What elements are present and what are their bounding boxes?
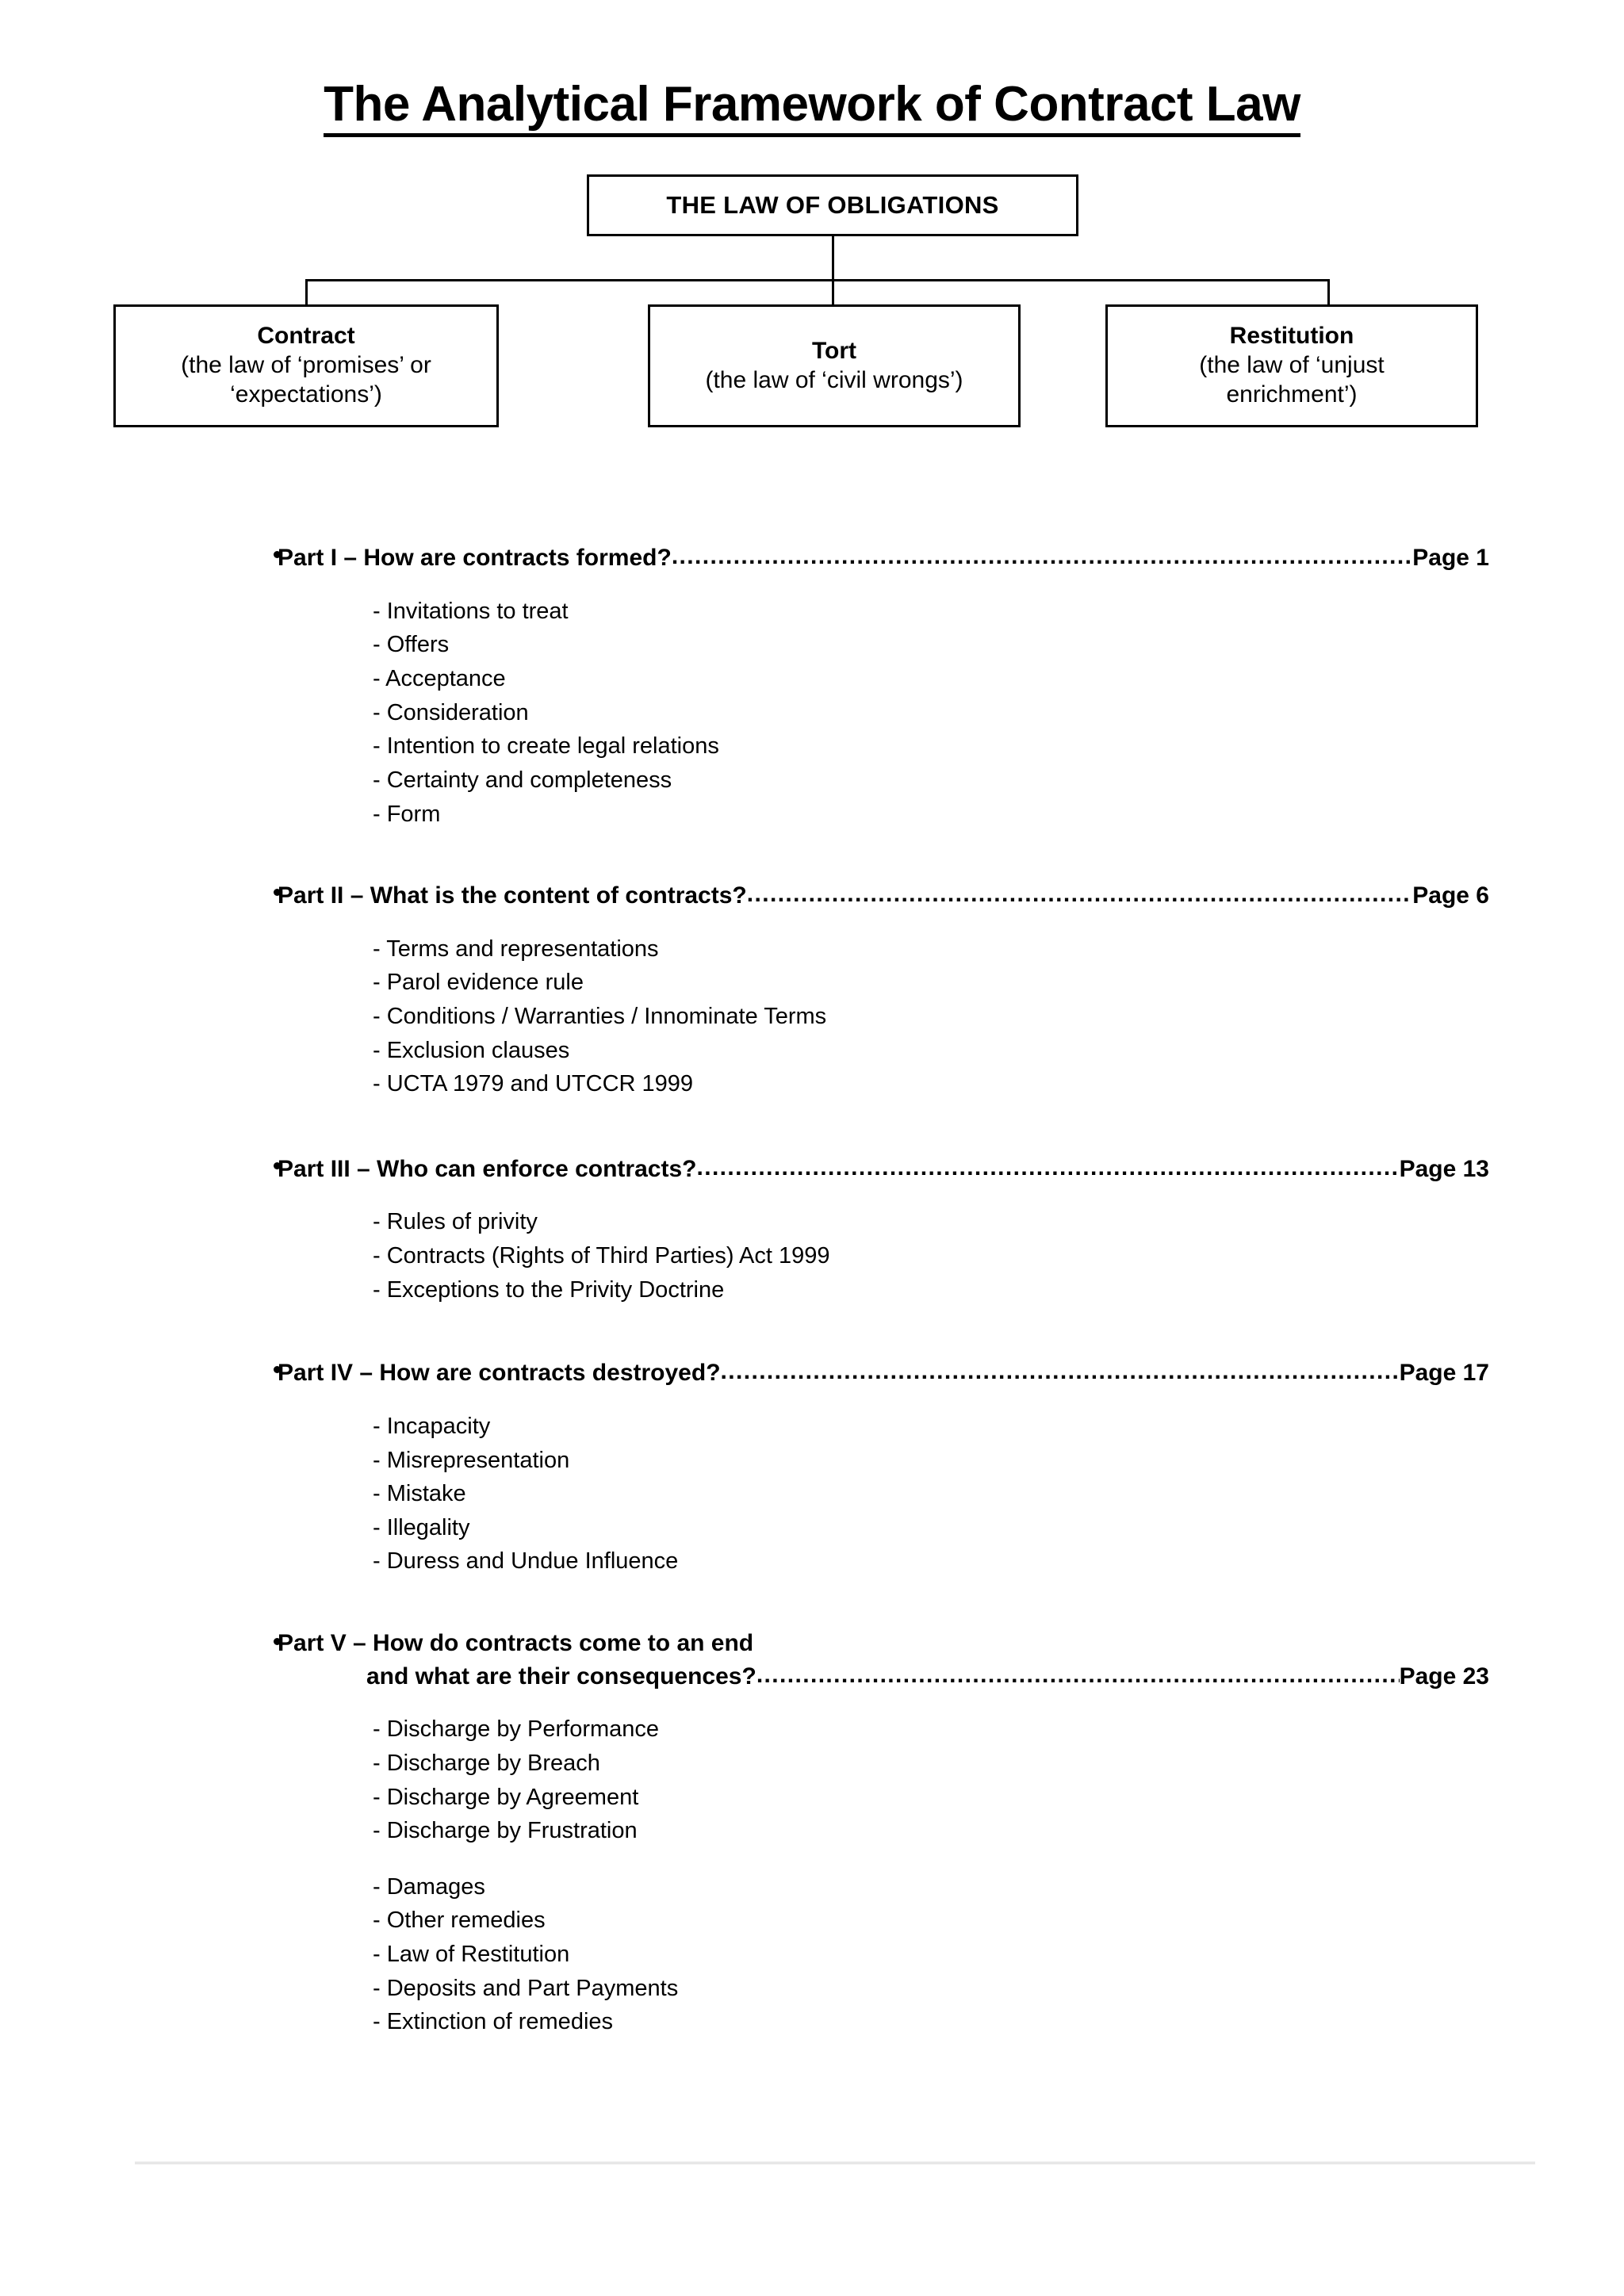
dot-leader bbox=[672, 541, 1412, 572]
toc-entry-part-5: Part V – How do contracts come to an end… bbox=[135, 1628, 1489, 2039]
dot-leader bbox=[747, 878, 1413, 910]
connector-root-vertical bbox=[832, 236, 834, 280]
page-title: The Analytical Framework of Contract Law bbox=[135, 0, 1489, 137]
toc-heading-text: Part IV – How are contracts destroyed? bbox=[278, 1360, 721, 1387]
list-item: - Conditions / Warranties / Innominate T… bbox=[373, 1004, 827, 1029]
bullet-icon bbox=[274, 1366, 281, 1374]
connector-tort-vertical bbox=[832, 279, 834, 305]
list-item: - Parol evidence rule bbox=[373, 970, 584, 996]
toc-page-ref: Page 6 bbox=[1412, 882, 1489, 909]
list-item: - Incapacity bbox=[373, 1413, 491, 1439]
toc-entry-part-3: Part III – Who can enforce contracts? Pa… bbox=[135, 1152, 1489, 1307]
list-item: - Form bbox=[373, 801, 441, 827]
toc-heading-text-line2: and what are their consequences? bbox=[366, 1663, 756, 1689]
list-item: - Law of Restitution bbox=[373, 1942, 570, 1967]
toc-page-ref: Page 1 bbox=[1412, 545, 1489, 572]
toc-heading[interactable]: Part II – What is the content of contrac… bbox=[135, 878, 1489, 912]
toc-sub-list: - Rules of privity - Contracts (Rights o… bbox=[135, 1205, 1489, 1307]
node-title: Restitution bbox=[1229, 323, 1354, 350]
dot-leader bbox=[756, 1659, 1400, 1691]
list-item: - Deposits and Part Payments bbox=[373, 1975, 679, 2001]
law-of-obligations-diagram: THE LAW OF OBLIGATIONS Contract (the law… bbox=[113, 174, 1489, 507]
dot-leader bbox=[721, 1356, 1400, 1387]
node-title: THE LAW OF OBLIGATIONS bbox=[666, 191, 999, 220]
list-item: - Discharge by Frustration bbox=[373, 1818, 638, 1844]
dot-leader bbox=[696, 1152, 1399, 1184]
list-item: - Consideration bbox=[373, 699, 529, 725]
toc-heading[interactable]: Part IV – How are contracts destroyed? P… bbox=[135, 1356, 1489, 1389]
list-item: - Offers bbox=[373, 632, 450, 658]
toc-heading[interactable]: Part I – How are contracts formed? Page … bbox=[135, 541, 1489, 574]
toc-heading-text: Part II – What is the content of contrac… bbox=[278, 882, 747, 909]
list-item: - Contracts (Rights of Third Parties) Ac… bbox=[373, 1243, 830, 1269]
toc-page-ref: Page 23 bbox=[1399, 1663, 1489, 1689]
diagram-node-contract: Contract (the law of ‘promises’ or ‘expe… bbox=[113, 304, 499, 428]
bullet-icon bbox=[274, 1161, 281, 1169]
list-item: - UCTA 1979 and UTCCR 1999 bbox=[373, 1071, 694, 1097]
list-item: - Extinction of remedies bbox=[373, 2009, 614, 2035]
list-spacer bbox=[373, 1848, 1489, 1870]
toc-sub-list: - Discharge by Performance - Discharge b… bbox=[135, 1712, 1489, 2039]
diagram-node-law-of-obligations: THE LAW OF OBLIGATIONS bbox=[587, 174, 1078, 237]
node-subtitle-line1: (the law of ‘unjust bbox=[1199, 352, 1385, 379]
toc-page-ref: Page 13 bbox=[1399, 1155, 1489, 1182]
connector-contract-vertical bbox=[305, 279, 308, 305]
toc-sub-list: - Incapacity - Misrepresentation - Mista… bbox=[135, 1410, 1489, 1578]
toc-entry-part-1: Part I – How are contracts formed? Page … bbox=[135, 541, 1489, 831]
bullet-icon bbox=[274, 551, 281, 559]
list-item: - Other remedies bbox=[373, 1908, 546, 1934]
toc-sub-list: - Terms and representations - Parol evid… bbox=[135, 932, 1489, 1101]
toc-heading[interactable]: Part V – How do contracts come to an end… bbox=[135, 1628, 1489, 1692]
bullet-icon bbox=[274, 1638, 281, 1646]
connector-restitution-vertical bbox=[1327, 279, 1330, 305]
footer-divider bbox=[135, 2161, 1535, 2164]
list-item: - Misrepresentation bbox=[373, 1447, 570, 1473]
list-item: - Rules of privity bbox=[373, 1209, 538, 1235]
toc-page-ref: Page 17 bbox=[1399, 1360, 1489, 1387]
list-item: - Damages bbox=[373, 1873, 485, 1900]
node-subtitle-line2: ‘expectations’) bbox=[230, 381, 382, 408]
toc-entry-part-2: Part II – What is the content of contrac… bbox=[135, 878, 1489, 1101]
node-subtitle-line1: (the law of ‘civil wrongs’) bbox=[705, 366, 963, 393]
toc-heading-text: Part I – How are contracts formed? bbox=[278, 545, 672, 572]
list-item: - Mistake bbox=[373, 1481, 466, 1507]
list-item: - Discharge by Performance bbox=[373, 1716, 660, 1743]
diagram-node-tort: Tort (the law of ‘civil wrongs’) bbox=[648, 304, 1021, 428]
node-title: Contract bbox=[257, 323, 355, 350]
list-item: - Invitations to treat bbox=[373, 598, 569, 624]
toc-entry-part-4: Part IV – How are contracts destroyed? P… bbox=[135, 1356, 1489, 1578]
list-item: - Discharge by Agreement bbox=[373, 1784, 639, 1810]
connector-horizontal-bus bbox=[305, 279, 1330, 282]
node-title: Tort bbox=[811, 337, 857, 364]
list-item: - Duress and Undue Influence bbox=[373, 1548, 679, 1575]
list-item: - Acceptance bbox=[373, 666, 506, 692]
list-item: - Terms and representations bbox=[373, 936, 659, 962]
page-title-text: The Analytical Framework of Contract Law bbox=[324, 77, 1300, 137]
node-subtitle-line1: (the law of ‘promises’ or bbox=[181, 352, 431, 379]
table-of-contents: Part I – How are contracts formed? Page … bbox=[135, 541, 1489, 2039]
list-item: - Exclusion clauses bbox=[373, 1037, 570, 1063]
list-item: - Illegality bbox=[373, 1514, 470, 1540]
toc-heading-text-line1: Part V – How do contracts come to an end bbox=[278, 1630, 754, 1657]
list-item: - Intention to create legal relations bbox=[373, 733, 719, 760]
diagram-node-restitution: Restitution (the law of ‘unjust enrichme… bbox=[1105, 304, 1478, 428]
toc-heading-text: Part III – Who can enforce contracts? bbox=[278, 1155, 697, 1182]
toc-sub-list: - Invitations to treat - Offers - Accept… bbox=[135, 595, 1489, 831]
node-subtitle-line2: enrichment’) bbox=[1226, 381, 1358, 408]
toc-heading[interactable]: Part III – Who can enforce contracts? Pa… bbox=[135, 1152, 1489, 1185]
toc-heading-line2: and what are their consequences? Page 23 bbox=[278, 1659, 1489, 1693]
list-item: - Certainty and completeness bbox=[373, 767, 672, 793]
list-item: - Exceptions to the Privity Doctrine bbox=[373, 1276, 725, 1303]
bullet-icon bbox=[274, 889, 281, 897]
list-item: - Discharge by Breach bbox=[373, 1750, 600, 1776]
